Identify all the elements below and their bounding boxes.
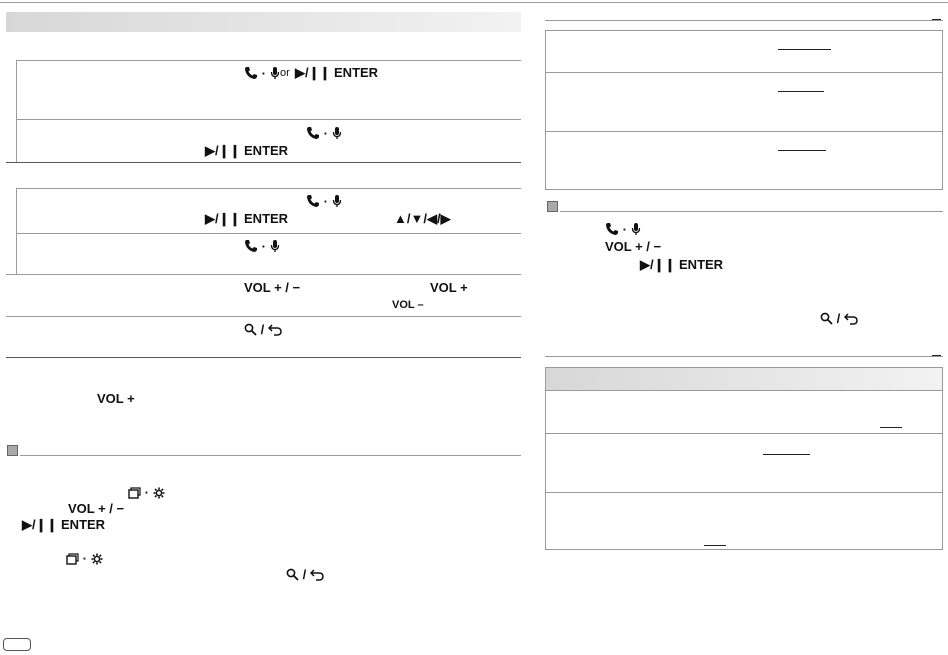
underline-2: [778, 91, 824, 92]
search-icon: [286, 567, 303, 582]
dot-separator: ·: [323, 194, 328, 209]
left-section-header-bar: [6, 12, 521, 32]
search-back-symbol-3: /: [820, 312, 858, 326]
vol-plus-minus-symbol-2: VOL + / −: [68, 501, 125, 516]
right-table-1-rule-1: [545, 72, 943, 73]
display-settings-symbol: ·: [128, 486, 165, 500]
window-icon: [66, 551, 83, 566]
section-bullet-square-2: [547, 201, 558, 212]
display-settings-symbol-2: ·: [66, 552, 103, 566]
dot-separator: ·: [261, 239, 266, 254]
phone-mic-symbol-3: ·: [306, 194, 342, 209]
mic-icon: [627, 222, 641, 237]
left-subsection-rule: [20, 455, 521, 456]
right-table-2-rule-2: [545, 433, 943, 434]
right-top-rule: [545, 20, 943, 21]
left-rule-7: [6, 316, 521, 317]
play-pause-enter-symbol: ▶/❙❙ ENTER: [295, 65, 379, 80]
mic-icon: [266, 66, 280, 81]
underline-6: [704, 545, 726, 546]
page-number-box: [3, 638, 31, 651]
mic-icon: [266, 239, 280, 254]
phone-mic-symbol-2: ·: [306, 126, 342, 141]
dot-separator: ·: [144, 485, 149, 500]
right-table-2: [545, 367, 943, 550]
right-subsection-rule: [560, 211, 943, 212]
play-pause-enter-symbol-4: ▶/❙❙ ENTER: [22, 517, 106, 532]
left-rule-2: [16, 119, 521, 120]
underline-1: [778, 49, 831, 50]
phone-icon: [306, 126, 324, 141]
right-table-1-rule-2: [545, 131, 943, 132]
phone-icon: [244, 66, 262, 81]
slash: /: [836, 311, 841, 326]
back-arrow-icon: [840, 311, 858, 326]
phone-mic-symbol-5: ·: [605, 222, 641, 237]
phone-icon: [244, 239, 262, 254]
left-rule-6: [6, 274, 521, 275]
right-table-2-rule-1: [545, 390, 943, 391]
left-rule-3: [6, 162, 521, 163]
left-table-border-1: [16, 60, 17, 162]
search-icon: [244, 322, 261, 337]
mic-icon: [328, 126, 342, 141]
play-pause-enter-symbol-3: ▶/❙❙ ENTER: [205, 211, 289, 226]
dot-separator: ·: [261, 66, 266, 81]
left-rule-4: [16, 188, 521, 189]
top-rule: [0, 2, 948, 3]
right-corner-tick-2: [932, 355, 941, 356]
back-arrow-icon: [264, 322, 282, 337]
gear-icon: [149, 485, 165, 500]
slash: /: [302, 567, 307, 582]
arrow-keys-symbol: ▲/▼/◀/▶: [394, 211, 451, 226]
right-corner-tick-1: [932, 19, 941, 20]
right-rule-before-table-2: [545, 356, 943, 357]
right-table-2-rule-3: [545, 492, 943, 493]
right-table-1: [545, 30, 943, 190]
back-arrow-icon: [306, 567, 324, 582]
left-rule-5: [16, 233, 521, 234]
vol-plus-minus-symbol-3: VOL + / −: [605, 239, 662, 254]
phone-mic-symbol-4: ·: [244, 239, 280, 254]
vol-plus-minus-symbol: VOL + / −: [244, 280, 301, 295]
left-rule-1: [16, 60, 521, 61]
dot-separator: ·: [323, 126, 328, 141]
vol-plus-symbol: VOL +: [430, 280, 468, 295]
left-rule-8: [6, 357, 521, 358]
underline-5: [763, 454, 810, 455]
search-icon: [820, 311, 837, 326]
phone-mic-symbol: ·: [244, 66, 280, 81]
underline-3: [778, 150, 826, 151]
phone-icon: [306, 194, 324, 209]
slash: /: [260, 322, 265, 337]
mic-icon: [328, 194, 342, 209]
vol-minus-symbol: VOL –: [392, 299, 424, 311]
right-table-2-header-bar: [546, 368, 942, 390]
dot-separator: ·: [82, 551, 87, 566]
underline-4: [880, 427, 902, 428]
dot-separator: ·: [622, 222, 627, 237]
connector-or-text: or: [280, 67, 290, 79]
left-table-border-2: [16, 188, 17, 274]
phone-icon: [605, 222, 623, 237]
search-back-symbol-2: /: [286, 568, 324, 582]
section-bullet-square: [7, 445, 18, 456]
play-pause-enter-symbol-5: ▶/❙❙ ENTER: [640, 257, 724, 272]
play-pause-enter-symbol-2: ▶/❙❙ ENTER: [205, 143, 289, 158]
gear-icon: [87, 551, 103, 566]
vol-plus-symbol-2: VOL +: [97, 391, 135, 406]
window-icon: [128, 485, 145, 500]
search-back-symbol: /: [244, 323, 282, 337]
